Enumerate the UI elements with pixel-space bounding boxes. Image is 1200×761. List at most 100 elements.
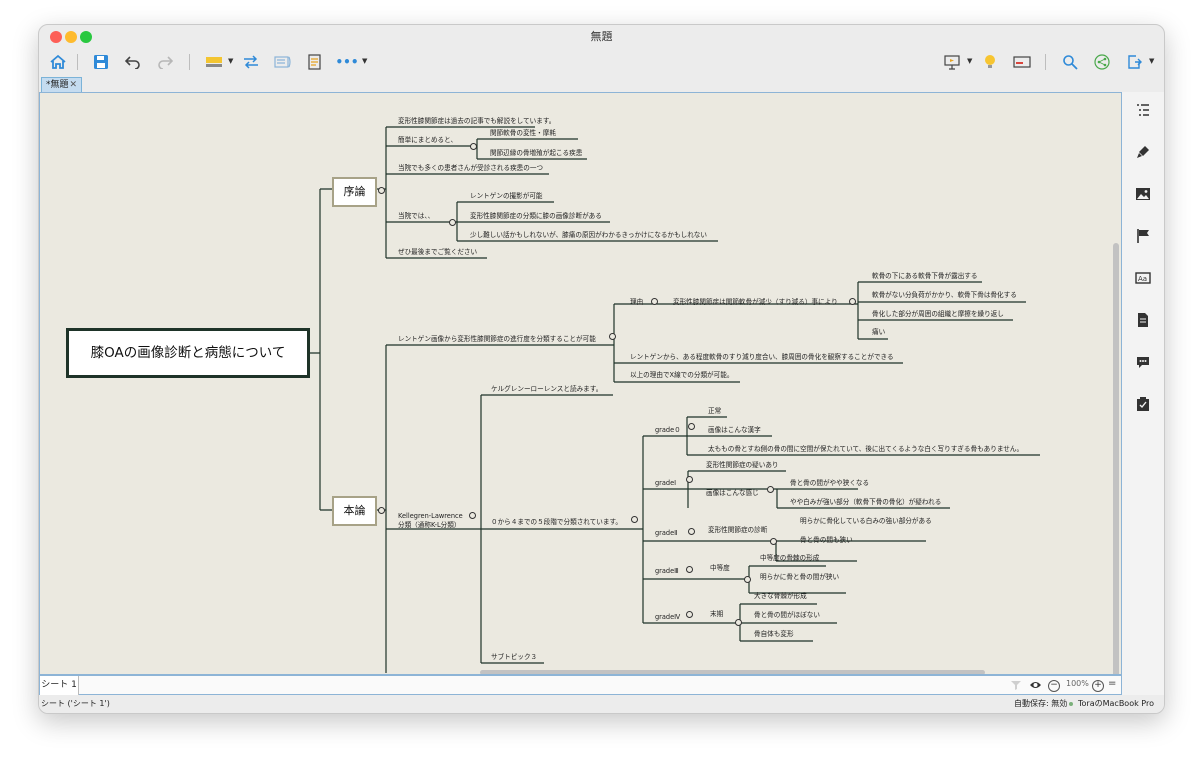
topic-text[interactable]: 画像はこんな漢字 — [708, 426, 761, 434]
export-icon[interactable] — [1123, 50, 1145, 74]
chevron-down-icon[interactable]: ▼ — [1149, 57, 1155, 65]
topic-text[interactable]: 変形性膝関節症は関節軟骨が減少（すり減る）事により — [673, 298, 838, 306]
zoom-out-button[interactable]: − — [1048, 680, 1060, 692]
more-icon[interactable]: ••• — [335, 55, 359, 69]
topic-text[interactable]: 軟骨がない分負荷がかかり、軟骨下骨は骨化する — [872, 291, 1017, 299]
grade-label[interactable]: grade０ — [655, 426, 681, 434]
topic-text[interactable]: ぜひ最後までご覧ください — [398, 248, 478, 256]
brush-icon[interactable] — [1135, 144, 1151, 160]
collapse-node[interactable] — [688, 528, 695, 535]
fit-icon[interactable]: = — [1108, 678, 1117, 689]
collapse-node[interactable] — [849, 298, 856, 305]
collapse-node[interactable] — [651, 298, 658, 305]
topic-text[interactable]: ケルグレンーローレンスと読みます。 — [491, 385, 603, 393]
grade-label[interactable]: gradeⅠ — [655, 479, 677, 487]
topic-text[interactable]: 中等度の骨棘の形成 — [760, 554, 820, 562]
topic-text[interactable]: 関節軟骨の変性・摩耗 — [490, 129, 556, 137]
topic-text[interactable]: 変形性関節症の診断 — [708, 526, 768, 534]
collapse-node[interactable] — [686, 476, 693, 483]
topic-text[interactable]: 大きな骨棘が形成 — [754, 592, 807, 600]
zoom-in-button[interactable]: + — [1092, 680, 1104, 692]
vertical-scrollbar[interactable] — [1113, 243, 1119, 674]
zoom-window-button[interactable] — [80, 31, 92, 43]
topic-text[interactable]: やや白みが強い部分（軟骨下骨の骨化）が疑われる — [790, 498, 942, 506]
flag-icon[interactable] — [1135, 228, 1151, 244]
topic-text[interactable]: 中等度 — [710, 564, 730, 572]
collapse-node[interactable] — [770, 538, 777, 545]
collapse-node[interactable] — [609, 333, 616, 340]
close-window-button[interactable] — [50, 31, 62, 43]
task-icon[interactable] — [1135, 396, 1151, 412]
topic-text[interactable]: 太ももの骨とすね側の骨の間に空間が保たれていて、後に出てくるような白く写りすぎる… — [708, 445, 1024, 453]
collapse-node[interactable] — [631, 516, 638, 523]
root-topic[interactable]: 膝OAの画像診断と病態について — [66, 328, 310, 378]
topic-text[interactable]: サブトピック３ — [491, 653, 538, 661]
eye-icon[interactable] — [1029, 680, 1042, 690]
topic-text[interactable]: 変形性関節症の疑いあり — [706, 461, 779, 469]
topic-text[interactable]: ０から４までの５段階で分類されています。 — [491, 518, 623, 526]
minimize-window-button[interactable] — [65, 31, 77, 43]
topic-text[interactable]: 骨と骨の間がやや狭くなる — [790, 479, 870, 487]
collapse-node[interactable] — [378, 187, 385, 194]
topic-text[interactable]: 理由 — [630, 298, 644, 306]
collapse-node[interactable] — [378, 507, 385, 514]
collapse-node[interactable] — [469, 512, 476, 519]
main-topic[interactable]: 本論 — [332, 496, 377, 526]
search-icon[interactable] — [1059, 50, 1081, 74]
share-icon[interactable] — [1091, 50, 1113, 74]
topic-text[interactable]: 末期 — [710, 610, 724, 618]
collapse-node[interactable] — [686, 566, 693, 573]
home-icon[interactable] — [47, 50, 69, 74]
style-icon[interactable] — [203, 50, 225, 74]
grade-label[interactable]: gradeⅢ — [655, 567, 679, 575]
redo-icon[interactable] — [155, 50, 175, 74]
topic-text[interactable]: 軟骨の下にある軟骨下骨が露出する — [872, 272, 978, 280]
label-icon[interactable]: Aa — [1135, 270, 1151, 286]
close-icon[interactable]: ✕ — [69, 80, 77, 90]
topic-text[interactable]: 骨自体も変形 — [754, 630, 794, 638]
topic-text[interactable]: 骨化した部分が周囲の組織と摩擦を繰り返し — [872, 310, 1004, 318]
collapse-node[interactable] — [449, 219, 456, 226]
grade-label[interactable]: gradeⅣ — [655, 613, 681, 621]
intro-topic[interactable]: 序論 — [332, 177, 377, 207]
mindmap-canvas[interactable]: 膝OAの画像診断と病態について 序論 本論 変形性膝関節症は過去の記事でも解説を… — [39, 92, 1122, 675]
topic-text[interactable]: 痛い — [872, 328, 886, 336]
topic-text[interactable]: レントゲンから、ある程度軟骨のすり減り度合い、膝周囲の骨化を観察することができる — [630, 353, 894, 361]
collapse-node[interactable] — [744, 576, 751, 583]
note-icon[interactable] — [304, 50, 326, 74]
topic-text[interactable]: 骨と骨の間がほぼない — [754, 611, 820, 619]
chevron-down-icon[interactable]: ▼ — [967, 57, 973, 65]
chevron-down-icon[interactable]: ▼ — [228, 57, 234, 65]
topic-text[interactable]: レントゲンの撮影が可能 — [470, 192, 543, 200]
sheet-tab[interactable]: シート 1 — [40, 676, 79, 695]
topic-text[interactable]: 明らかに骨化している白みの強い部分がある — [800, 517, 932, 525]
comment-icon[interactable] — [1135, 354, 1151, 370]
note-icon[interactable] — [1135, 312, 1151, 328]
collapse-node[interactable] — [686, 611, 693, 618]
topic-text[interactable]: 画像はこんな感じ — [706, 489, 759, 497]
tab-document[interactable]: *無題 ✕ — [41, 77, 82, 92]
collapse-node[interactable] — [688, 423, 695, 430]
collapse-node[interactable] — [470, 143, 477, 150]
topic-text[interactable]: 関節辺縁の骨増殖が起こる疾患 — [490, 149, 583, 157]
relationship-icon[interactable] — [240, 50, 262, 74]
topic-text[interactable]: Kellegren-Lawrence — [398, 512, 463, 520]
panel-icon[interactable] — [1011, 50, 1033, 74]
chevron-down-icon[interactable]: ▼ — [362, 57, 368, 65]
topic-text[interactable]: 当院でも多くの患者さんが受診される疾患の一つ — [398, 164, 544, 172]
presentation-icon[interactable] — [941, 50, 963, 74]
topic-text[interactable]: レントゲン画像から変形性膝関節症の進行度を分類することが可能 — [398, 335, 596, 343]
topic-text[interactable]: 簡単にまとめると、 — [398, 136, 458, 144]
topic-text[interactable]: 骨と骨の間も狭い — [800, 536, 853, 544]
topic-text[interactable]: 分類（通称K-L分類） — [398, 521, 461, 529]
topic-text[interactable]: 正常 — [708, 407, 722, 415]
save-icon[interactable] — [91, 50, 111, 74]
horizontal-scrollbar[interactable] — [480, 670, 985, 674]
summary-icon[interactable] — [272, 50, 294, 74]
outline-icon[interactable] — [1135, 102, 1151, 118]
collapse-node[interactable] — [735, 619, 742, 626]
undo-icon[interactable] — [123, 50, 143, 74]
image-icon[interactable] — [1135, 186, 1151, 202]
topic-text[interactable]: 明らかに骨と骨の間が狭い — [760, 573, 840, 581]
topic-text[interactable]: 変形性膝関節症は過去の記事でも解説をしています。 — [398, 117, 556, 125]
